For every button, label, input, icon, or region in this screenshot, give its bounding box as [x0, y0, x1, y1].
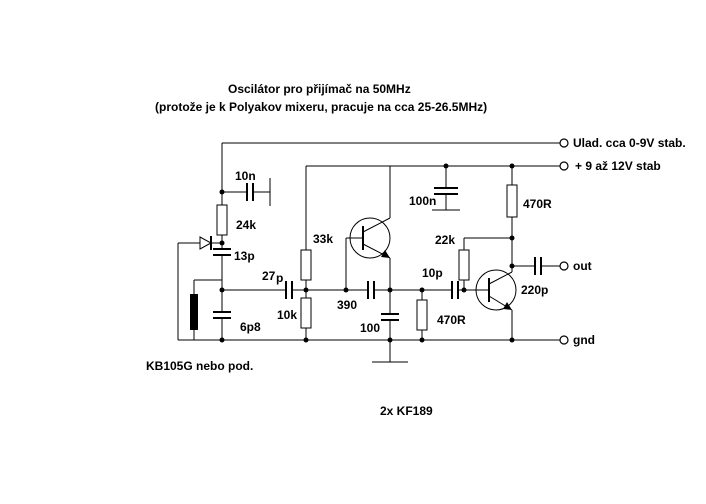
- q2-collector-lead: [488, 271, 513, 285]
- junction-dot: [443, 163, 449, 169]
- resistor-33k: [300, 249, 312, 281]
- cap-27p-label-a: 27: [262, 269, 276, 283]
- supply-label: + 9 až 12V stab: [575, 159, 661, 173]
- resistor-470r-mid-label: 470R: [437, 313, 466, 327]
- cap-100n-label: 100n: [409, 194, 436, 208]
- junction-dot: [419, 337, 425, 343]
- varicap-diode-icon: [199, 236, 213, 250]
- q1-emitter-arrow-icon: [381, 250, 390, 258]
- cap-10p-label: 10p: [422, 266, 443, 280]
- resistor-33k-label: 33k: [313, 232, 333, 246]
- cap-13p-label: 13p: [234, 249, 255, 263]
- junction-dot: [343, 287, 349, 293]
- junction-dot: [303, 287, 309, 293]
- q1-collector-lead: [362, 217, 391, 233]
- cap-27p-label-b: p: [276, 271, 283, 285]
- ground-label: gnd: [573, 333, 595, 347]
- supply-terminal: [559, 161, 569, 171]
- transistors-note: 2x KF189: [380, 404, 433, 418]
- junction-dot: [387, 287, 393, 293]
- junction-dot: [303, 337, 309, 343]
- tuning-voltage-terminal: [559, 138, 569, 148]
- resistor-10k-label: 10k: [277, 308, 297, 322]
- resistor-10k: [300, 297, 312, 329]
- resistor-470r-mid: [416, 299, 428, 331]
- coil-inductor: [190, 294, 198, 330]
- junction-dot: [219, 287, 225, 293]
- resistor-22k: [458, 249, 470, 281]
- title-line-1: Oscilátor pro přijímač na 50MHz: [228, 82, 411, 96]
- resistor-470r-top: [506, 184, 518, 218]
- tuning-voltage-label: Ulad. cca 0-9V stab.: [573, 136, 686, 150]
- junction-dot: [419, 287, 425, 293]
- title-line-2: (protože je k Polyakov mixeru, pracuje n…: [155, 100, 487, 114]
- junction-dot: [387, 337, 393, 343]
- cap-220p-label: 220p: [521, 283, 548, 297]
- resistor-24k: [216, 204, 228, 236]
- q2-emitter-arrow-icon: [503, 302, 512, 310]
- cap-390-label: 390: [337, 298, 357, 312]
- cap-6p8-label: 6p8: [240, 320, 261, 334]
- cap-100-label: 100: [360, 321, 380, 335]
- varicap-note: KB105G nebo pod.: [146, 359, 253, 373]
- junction-dot: [509, 337, 515, 343]
- cap-10n-label: 10n: [235, 169, 256, 183]
- resistor-470r-top-label: 470R: [523, 197, 552, 211]
- output-terminal: [559, 261, 569, 271]
- junction-dot: [219, 337, 225, 343]
- ground-terminal: [559, 335, 569, 345]
- resistor-24k-label: 24k: [236, 218, 256, 232]
- output-label: out: [573, 259, 592, 273]
- resistor-22k-label: 22k: [435, 233, 455, 247]
- junction-dot: [509, 163, 515, 169]
- junction-dot: [509, 235, 515, 241]
